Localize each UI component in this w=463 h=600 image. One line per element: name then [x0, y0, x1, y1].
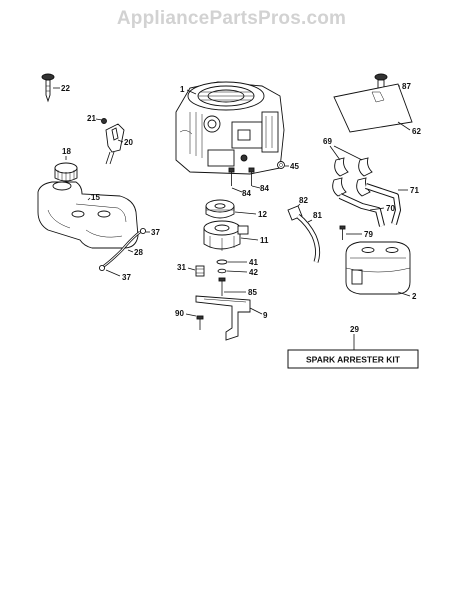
part-45-nut[interactable] [277, 161, 285, 169]
part-31-spacer[interactable] [195, 265, 205, 277]
callout-84-right: 84 [260, 184, 269, 193]
callout-71: 71 [410, 186, 419, 195]
callout-11: 11 [260, 236, 269, 245]
callout-81: 81 [313, 211, 322, 220]
part-28-fuel-line[interactable] [103, 230, 141, 268]
callout-37-upper: 37 [151, 228, 160, 237]
callout-1: 1 [180, 85, 185, 94]
part-22-push-pin[interactable] [41, 73, 55, 103]
callout-45: 45 [290, 162, 299, 171]
part-71-exhaust-pipe[interactable] [365, 183, 401, 225]
part-20-fuel-valve-bracket[interactable] [105, 123, 125, 165]
part-62-heat-shield[interactable] [333, 83, 413, 133]
callout-22: 22 [61, 84, 70, 93]
part-84-bolt-left[interactable] [228, 167, 235, 186]
part-1-engine[interactable] [175, 81, 285, 175]
part-12-pulley[interactable] [205, 199, 235, 219]
callout-31: 31 [177, 263, 186, 272]
part-37-hose-clamp-upper[interactable] [139, 227, 147, 235]
part-70-exhaust-pipe[interactable] [338, 193, 385, 227]
part-9-bracket[interactable] [195, 295, 251, 341]
callout-15: 15 [91, 193, 100, 202]
part-90-bolt[interactable] [196, 315, 204, 330]
callout-79: 79 [364, 230, 373, 239]
callout-42: 42 [249, 268, 258, 277]
callout-84-left: 84 [242, 189, 251, 198]
callout-18: 18 [62, 147, 71, 156]
part-81-hose[interactable] [296, 214, 321, 263]
callout-28: 28 [134, 248, 143, 257]
callout-20: 20 [124, 138, 133, 147]
part-18-fuel-cap[interactable] [54, 162, 78, 182]
part-2-muffler[interactable] [345, 241, 411, 295]
part-11-electric-clutch[interactable] [203, 220, 249, 251]
part-15-fuel-tank[interactable] [37, 181, 139, 249]
callout-70: 70 [386, 204, 395, 213]
spark-arrester-kit-label: SPARK ARRESTER KIT [306, 355, 401, 365]
callout-2: 2 [412, 292, 417, 301]
part-84-bolt-right[interactable] [248, 167, 255, 186]
callout-62: 62 [412, 127, 421, 136]
part-42-lock-washer[interactable] [217, 268, 227, 274]
part-85-bolt[interactable] [218, 277, 226, 296]
part-29-spark-arrester-kit[interactable]: SPARK ARRESTER KIT [287, 349, 419, 369]
callout-21: 21 [87, 114, 96, 123]
callout-82: 82 [299, 196, 308, 205]
part-41-washer[interactable] [216, 259, 228, 265]
callout-29: 29 [350, 325, 359, 334]
callout-12: 12 [258, 210, 267, 219]
part-21-screw[interactable] [101, 118, 107, 124]
callout-87: 87 [402, 82, 411, 91]
watermark: AppliancePartsPros.com [116, 8, 347, 29]
callout-85: 85 [248, 288, 257, 297]
part-79-bolt[interactable] [339, 225, 346, 240]
part-87-push-pin[interactable] [374, 73, 388, 91]
part-37-hose-clamp-lower[interactable] [98, 264, 106, 272]
callout-41: 41 [249, 258, 258, 267]
part-69-gaskets[interactable] [332, 157, 373, 197]
callout-69: 69 [323, 137, 332, 146]
callout-90: 90 [175, 309, 184, 318]
callout-37-lower: 37 [122, 273, 131, 282]
callout-9: 9 [263, 311, 268, 320]
